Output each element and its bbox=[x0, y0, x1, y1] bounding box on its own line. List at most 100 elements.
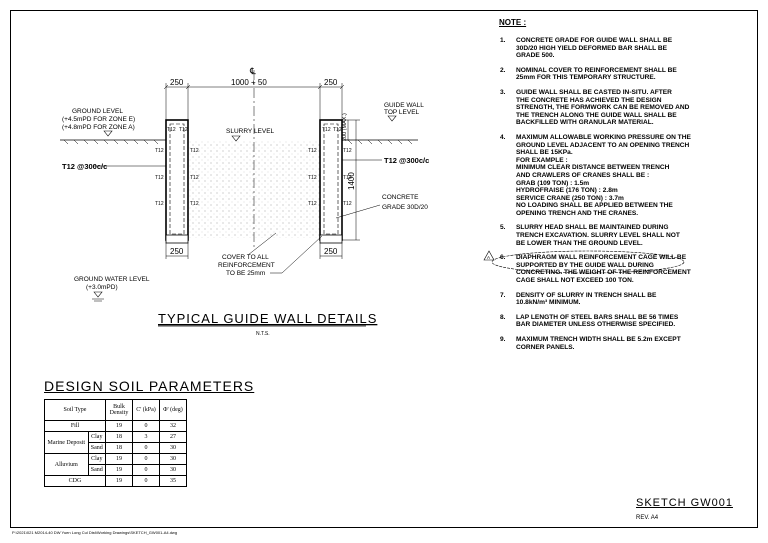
rebar-tag: T12 bbox=[343, 201, 352, 207]
note-text: DIAPHRAGM WALL REINFORCEMENT CAGE WILL B… bbox=[516, 254, 691, 285]
top-dimension-chain bbox=[163, 83, 345, 120]
detail-scale: N.T.S. bbox=[256, 331, 270, 337]
bottom-dimension-chain bbox=[165, 243, 343, 259]
table-row: Marine Deposit Clay 18 3 27 bbox=[44, 431, 187, 454]
note-text: MAXIMUM ALLOWABLE WORKING PRESSURE ON TH… bbox=[516, 133, 691, 217]
dim-bottom-left: 250 bbox=[170, 247, 184, 256]
rebar-tag: T12 bbox=[155, 148, 164, 154]
header-cohesion: C' (kPa) bbox=[132, 399, 160, 421]
revision-letter: A bbox=[487, 255, 490, 260]
note-number: 8. bbox=[500, 313, 506, 321]
dim-max-depth: 200 (MAX.) bbox=[342, 113, 348, 141]
rebar-tag: T12 bbox=[308, 175, 317, 181]
slurry-level-label: SLURRY LEVEL bbox=[226, 128, 275, 135]
soil-parameters-table: Soil Type Bulk Density C' (kPa) Φ' (deg)… bbox=[44, 399, 187, 487]
ground-hatch-right bbox=[347, 139, 413, 145]
guide-wall-top-level: TOP LEVEL bbox=[384, 109, 420, 116]
revision-label: REV. A4 bbox=[636, 515, 659, 521]
rebar-tag: T12 bbox=[167, 127, 176, 133]
header-soil-type: Soil Type bbox=[44, 399, 106, 421]
table-row: Fill 19 0 32 bbox=[44, 420, 187, 432]
height-dimension bbox=[342, 119, 360, 241]
ground-level-zone-e: (+4.5mPD FOR ZONE E) bbox=[62, 116, 135, 123]
note-number: 7. bbox=[500, 291, 506, 299]
note-number: 1. bbox=[500, 37, 506, 44]
note-text: LAP LENGTH OF STEEL BARS SHALL BE 56 TIM… bbox=[516, 313, 679, 329]
rebar-tag: T12 bbox=[343, 175, 352, 181]
header-friction-angle: Φ' (deg) bbox=[159, 399, 187, 421]
ground-water-level: (+3.0mPD) bbox=[86, 284, 118, 291]
rebar-tag: T12 bbox=[155, 201, 164, 207]
note-item: 3.GUIDE WALL SHALL BE CASTED IN-SITU. AF… bbox=[497, 89, 755, 127]
bar-spacing-right: T12 @300c/c bbox=[384, 156, 429, 165]
soil-parameters-title: DESIGN SOIL PARAMETERS bbox=[44, 378, 255, 394]
note-number: 4. bbox=[500, 133, 506, 141]
rebar-tag: T12 bbox=[190, 148, 199, 154]
rebar-tag: T12 bbox=[322, 127, 331, 133]
cover-line-3: TO BE 25mm bbox=[226, 270, 265, 277]
cover-line-2: REINFORCEMENT bbox=[218, 262, 275, 269]
dim-bottom-right: 250 bbox=[324, 247, 338, 256]
table-row: CDG 19 0 35 bbox=[44, 475, 187, 487]
ground-water-label: GROUND WATER LEVEL bbox=[74, 276, 150, 283]
ground-level-zone-a: (+4.8mPD FOR ZONE A) bbox=[62, 124, 135, 131]
concrete-grade: GRADE 30D/20 bbox=[382, 204, 428, 211]
centreline-symbol: ℄ bbox=[249, 66, 256, 76]
note-text: GUIDE WALL SHALL BE CASTED IN-SITU. AFTE… bbox=[516, 88, 690, 127]
left-kicker bbox=[165, 234, 189, 244]
table-row: Sand 18 0 30 bbox=[45, 442, 187, 454]
table-row: Sand 19 0 30 bbox=[45, 464, 187, 476]
sketch-number: SKETCH GW001 bbox=[636, 497, 733, 509]
dim-right-wall: 250 bbox=[324, 78, 338, 87]
note-item: 2. NOMINAL COVER TO REINFORCEMENT SHALL B… bbox=[497, 67, 755, 82]
note-item: 8. LAP LENGTH OF STEEL BARS SHALL BE 56 T… bbox=[497, 314, 755, 329]
right-kicker bbox=[319, 234, 343, 244]
note-text: CONCRETE GRADE FOR GUIDE WALL SHALL BE 3… bbox=[516, 37, 673, 60]
bar-spacing-left: T12 @300c/c bbox=[62, 162, 107, 171]
right-guide-wall bbox=[319, 119, 343, 241]
note-number: 9. bbox=[500, 336, 506, 343]
note-number: 6. bbox=[500, 254, 506, 262]
ground-water-marker bbox=[92, 291, 104, 302]
dim-trench-width: 1000 + 50 bbox=[231, 78, 267, 87]
note-item: 4. MAXIMUM ALLOWABLE WORKING PRESSURE ON … bbox=[497, 134, 755, 218]
rebar-tag: T12 bbox=[155, 175, 164, 181]
notes-title: NOTE : bbox=[499, 18, 527, 27]
rebar-tag: T12 bbox=[190, 201, 199, 207]
rebar-tag: T12 bbox=[179, 127, 188, 133]
leader-lines bbox=[94, 159, 382, 274]
dim-height: 1400 bbox=[347, 172, 356, 190]
revision-triangle-icon bbox=[483, 250, 495, 261]
concrete-label: CONCRETE bbox=[382, 194, 419, 201]
ground-hatch-left bbox=[63, 139, 159, 145]
note-item: 1. CONCRETE GRADE FOR GUIDE WALL SHALL BE… bbox=[497, 37, 755, 60]
dim-left-wall: 250 bbox=[170, 78, 184, 87]
note-item: 7. DENSITY OF SLURRY IN TRENCH SHALL BE 1… bbox=[497, 292, 755, 307]
left-guide-wall bbox=[165, 119, 189, 241]
detail-title: TYPICAL GUIDE WALL DETAILS bbox=[158, 311, 377, 326]
rebar-tag: T12 bbox=[308, 201, 317, 207]
slurry-level-marker bbox=[231, 135, 241, 142]
rebar-tag: T12 bbox=[190, 175, 199, 181]
file-path: P:\2021\021 M2014-40 DW Yuen Long Cul Di… bbox=[12, 530, 178, 535]
guide-wall-top-marker bbox=[387, 115, 397, 122]
note-text: SLURRY HEAD SHALL BE MAINTAINED DURING T… bbox=[516, 224, 680, 247]
rebar-tag: T12 bbox=[333, 127, 342, 133]
cover-line-1: COVER TO ALL bbox=[222, 254, 269, 261]
ground-level-marker bbox=[103, 130, 113, 137]
header-bulk-density: Bulk Density bbox=[105, 399, 133, 421]
note-text: MAXIMUM TRENCH WIDTH SHALL BE 5.2m EXCEP… bbox=[516, 336, 681, 351]
note-text: NOMINAL COVER TO REINFORCEMENT SHALL BE … bbox=[516, 66, 677, 82]
note-item: 6. DIAPHRAGM WALL REINFORCEMENT CAGE WILL… bbox=[497, 254, 755, 284]
drawing-border bbox=[10, 10, 758, 528]
note-number: 5. bbox=[500, 224, 506, 232]
rebar-tag: T12 bbox=[308, 148, 317, 154]
ground-level-label: GROUND LEVEL bbox=[72, 108, 123, 115]
note-number: 2. bbox=[500, 66, 506, 74]
notes-panel: NOTE : 1. CONCRETE GRADE FOR GUIDE WALL S… bbox=[497, 18, 755, 358]
guide-wall-label: GUIDE WALL bbox=[384, 102, 424, 109]
note-text: DENSITY OF SLURRY IN TRENCH SHALL BE 10.… bbox=[516, 291, 657, 307]
revision-cloud bbox=[491, 250, 685, 274]
table-row: Alluvium Clay 19 0 30 bbox=[44, 453, 187, 476]
